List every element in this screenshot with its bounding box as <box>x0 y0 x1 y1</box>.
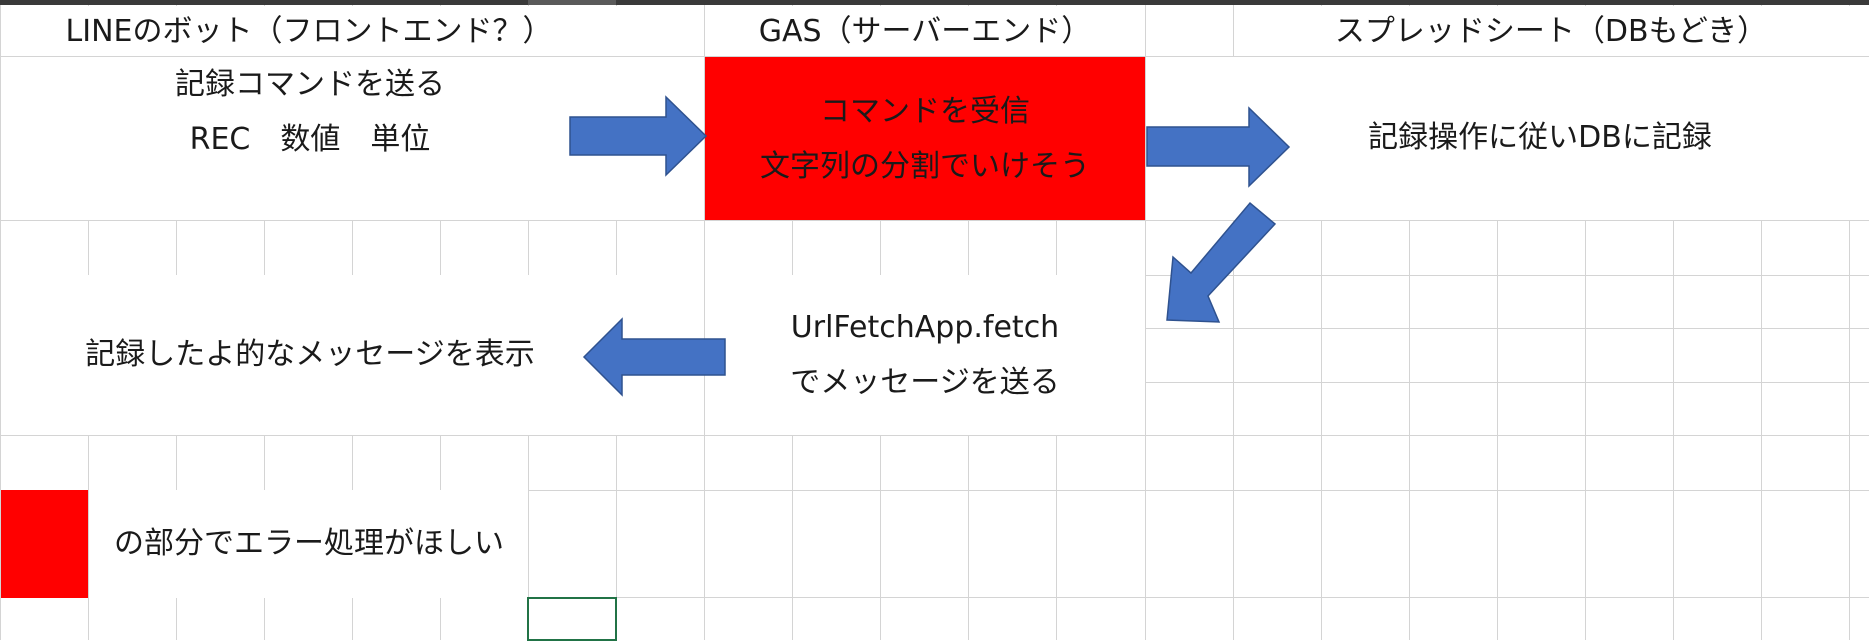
selected-cell[interactable] <box>527 597 617 641</box>
step-fetch: UrlFetchApp.fetch でメッセージを送る <box>720 300 1130 410</box>
step-display-message: 記録したよ的なメッセージを表示 <box>40 327 580 382</box>
send-command-line1: 記録コマンドを送る <box>175 67 445 102</box>
fetch-line1: UrlFetchApp.fetch <box>790 310 1060 345</box>
column-header-strip <box>0 0 1869 5</box>
arrow-down-left-icon[interactable] <box>1160 200 1280 326</box>
record-db-line1: 記録操作に従いDBに記録 <box>1368 120 1712 155</box>
red-highlight-receive[interactable] <box>705 57 1145 220</box>
step-receive-command: コマンドを受信 文字列の分割でいけそう <box>705 84 1145 194</box>
header-cell-line-bot[interactable] <box>1 6 617 56</box>
cell-legend[interactable] <box>89 490 528 598</box>
display-message-line1: 記録したよ的なメッセージを表示 <box>85 337 535 372</box>
column-header-selected <box>528 0 616 5</box>
arrow-left-icon[interactable] <box>582 317 727 397</box>
receive-command-line2: 文字列の分割でいけそう <box>760 149 1090 184</box>
arrow-right-icon[interactable] <box>568 95 708 177</box>
header-gas: GAS（サーバーエンド） <box>758 13 1092 49</box>
fetch-line2: でメッセージを送る <box>790 365 1060 400</box>
send-command-line2: REC 数値 単位 <box>189 122 431 157</box>
step-send-command: 記録コマンドを送る REC 数値 単位 <box>110 57 510 167</box>
receive-command-line1: コマンドを受信 <box>820 94 1030 129</box>
legend-text: の部分でエラー処理がほしい <box>114 526 504 561</box>
red-legend-swatch[interactable] <box>1 490 88 598</box>
cell-send-command[interactable] <box>1 57 617 220</box>
header-cell-gas[interactable] <box>705 6 1145 56</box>
header-cell-sheet[interactable] <box>1234 6 1868 56</box>
cell-fetch[interactable] <box>705 275 1145 435</box>
step-record-db: 記録操作に従いDBに記録 <box>1300 110 1780 165</box>
header-line-bot: LINEのボット（フロントエンド？） <box>65 13 553 49</box>
header-sheet: スプレッドシート（DBもどき） <box>1334 13 1768 49</box>
arrow-right-icon[interactable] <box>1145 106 1291 188</box>
